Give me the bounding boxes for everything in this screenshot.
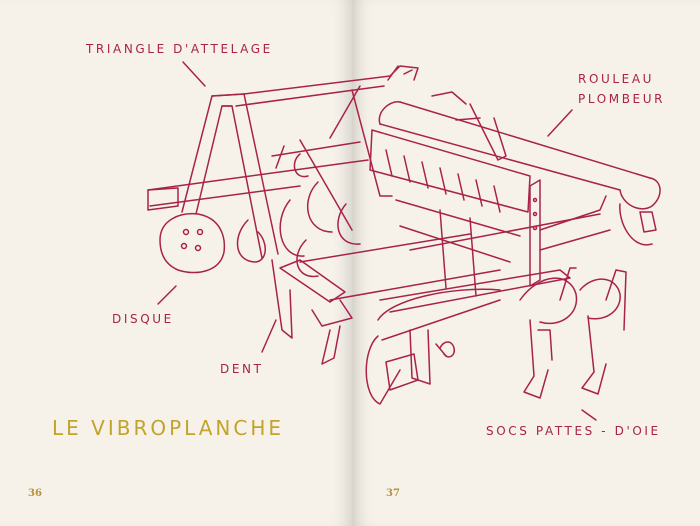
label-socs-pattes-doie: SOCS PATTES - D'OIE	[486, 424, 661, 438]
right-page	[352, 0, 700, 526]
adjust-post	[529, 179, 611, 287]
label-plombeur: PLOMBEUR	[578, 92, 666, 106]
leader-disque	[157, 285, 177, 305]
socs-drawing	[519, 267, 627, 399]
lower-frame	[365, 288, 501, 405]
leader-socs	[581, 409, 597, 421]
page-title: LE VIBROPLANCHE	[52, 416, 285, 440]
leader-rouleau	[547, 109, 573, 137]
disque-drawing	[159, 212, 226, 274]
label-rouleau: ROULEAU	[578, 72, 655, 86]
leader-dent	[261, 319, 277, 353]
dents	[236, 145, 361, 365]
frame	[147, 85, 601, 327]
leader-triangle	[182, 61, 206, 87]
comb-teeth	[369, 129, 531, 297]
rouleau-drawing	[378, 91, 661, 246]
page-number-left: 36	[28, 488, 42, 499]
hitch-triangle	[181, 65, 419, 259]
page-number-right: 37	[386, 488, 400, 499]
label-dent: DENT	[220, 362, 264, 376]
label-triangle-dattelage: TRIANGLE D'ATTELAGE	[86, 42, 273, 56]
label-disque: DISQUE	[112, 312, 174, 326]
